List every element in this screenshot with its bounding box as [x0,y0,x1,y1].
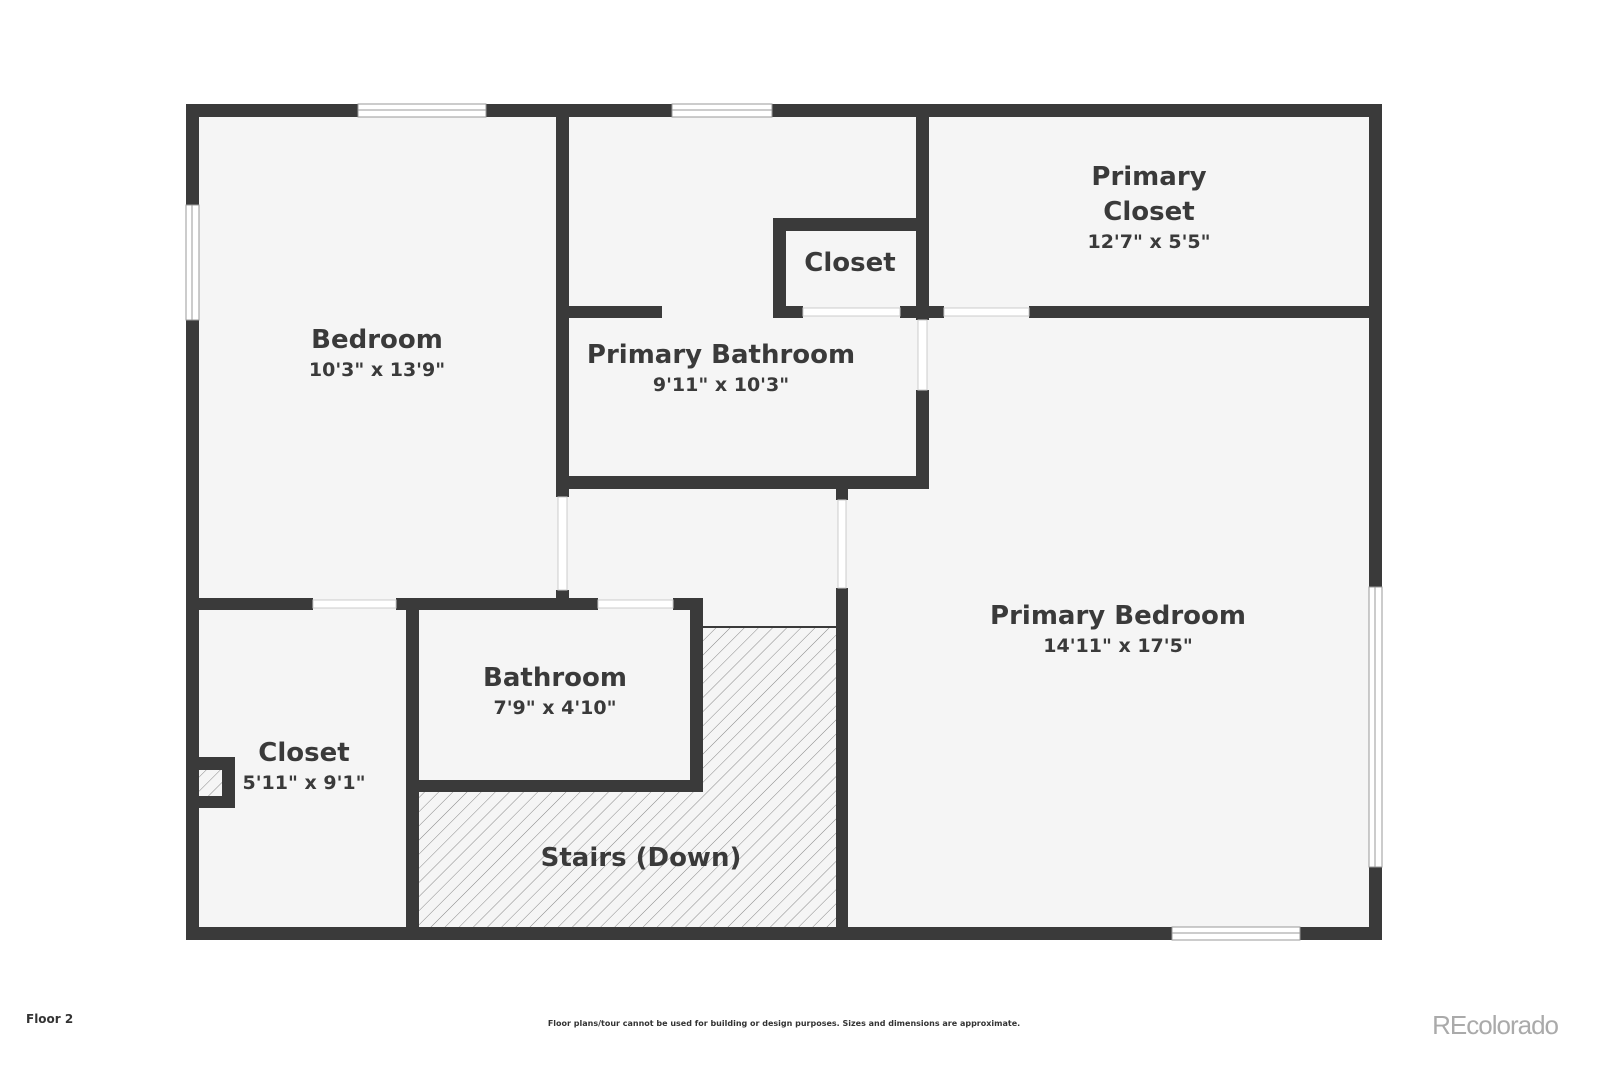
room-dims: 9'11" x 10'3" [652,374,790,396]
room-name: Closet [258,738,350,768]
room-primary-bathroom: Primary Bathroom 9'11" x 10'3" [587,338,855,397]
room-dims: 5'11" x 9'1" [242,772,366,794]
stairs-hatch [199,627,836,927]
room-name: Stairs (Down) [540,843,742,873]
room-bathroom: Bathroom 7'9" x 4'10" [483,661,627,720]
room-stairs: Stairs (Down) [541,841,742,876]
room-dims: 12'7" x 5'5" [1087,231,1211,253]
room-name: Bedroom [311,325,443,355]
room-dims: 14'11" x 17'5" [1043,635,1193,657]
room-bedroom: Bedroom 10'3" x 13'9" [309,323,445,382]
disclaimer: Floor plans/tour cannot be used for buil… [547,1019,1021,1028]
room-closet-small: Closet [804,246,895,281]
door-openings [312,307,1030,609]
windows [185,103,1383,941]
room-name: Primary Closet [1091,162,1207,227]
room-primary-bedroom: Primary Bedroom 14'11" x 17'5" [990,599,1246,658]
floor-label: Floor 2 [26,1012,74,1026]
room-dims: 10'3" x 13'9" [308,359,446,381]
room-name: Closet [804,248,896,278]
room-name: Bathroom [483,663,627,693]
room-name: Primary Bedroom [990,601,1246,631]
room-primary-closet: Primary Closet 12'7" x 5'5" [1069,160,1229,254]
brand-logo: REcolorado [1432,1010,1559,1040]
room-name: Primary Bathroom [586,340,856,370]
room-closet: Closet 5'11" x 9'1" [242,736,365,795]
room-dims: 7'9" x 4'10" [493,697,617,719]
